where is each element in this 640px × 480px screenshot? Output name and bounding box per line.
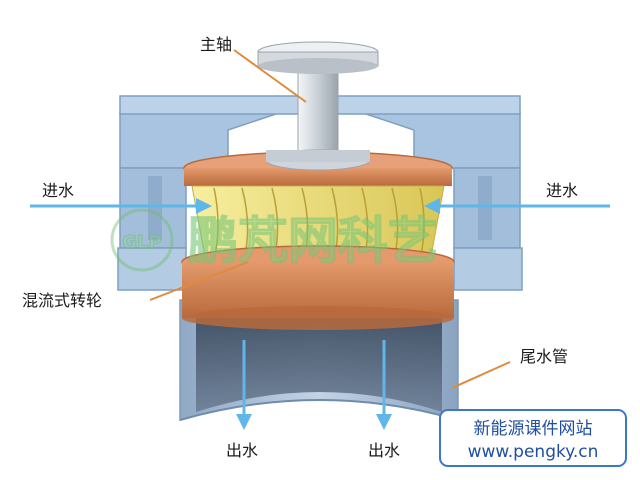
label-draft-tube: 尾水管	[520, 347, 568, 366]
draft-tube	[179, 299, 459, 421]
inflow-arrow-right	[424, 198, 610, 214]
badge-title: 新能源课件网站	[474, 419, 593, 439]
label-water-in-right: 进水	[546, 181, 578, 200]
watermark-seal: GLP	[122, 232, 161, 253]
badge-url: www.pengky.cn	[468, 442, 599, 462]
label-water-in-left: 进水	[42, 181, 74, 200]
outflow-arrow-left	[236, 340, 252, 430]
runner	[181, 151, 455, 330]
label-water-out-left: 出水	[226, 441, 258, 460]
label-runner: 混流式转轮	[22, 291, 102, 310]
watermark: GLP 鹏芃网科艺	[110, 208, 439, 272]
outflow-arrow-right	[376, 340, 392, 430]
watermark-text: 鹏芃网科艺	[188, 212, 438, 270]
leader-lines	[149, 49, 511, 389]
main-shaft	[257, 41, 379, 171]
label-water-out-right: 出水	[368, 441, 400, 460]
casing	[117, 95, 523, 291]
website-badge: 新能源课件网站 www.pengky.cn	[439, 409, 627, 467]
flow-arrows	[30, 198, 610, 430]
inflow-arrow-left	[30, 198, 212, 214]
label-main-shaft: 主轴	[200, 35, 232, 54]
